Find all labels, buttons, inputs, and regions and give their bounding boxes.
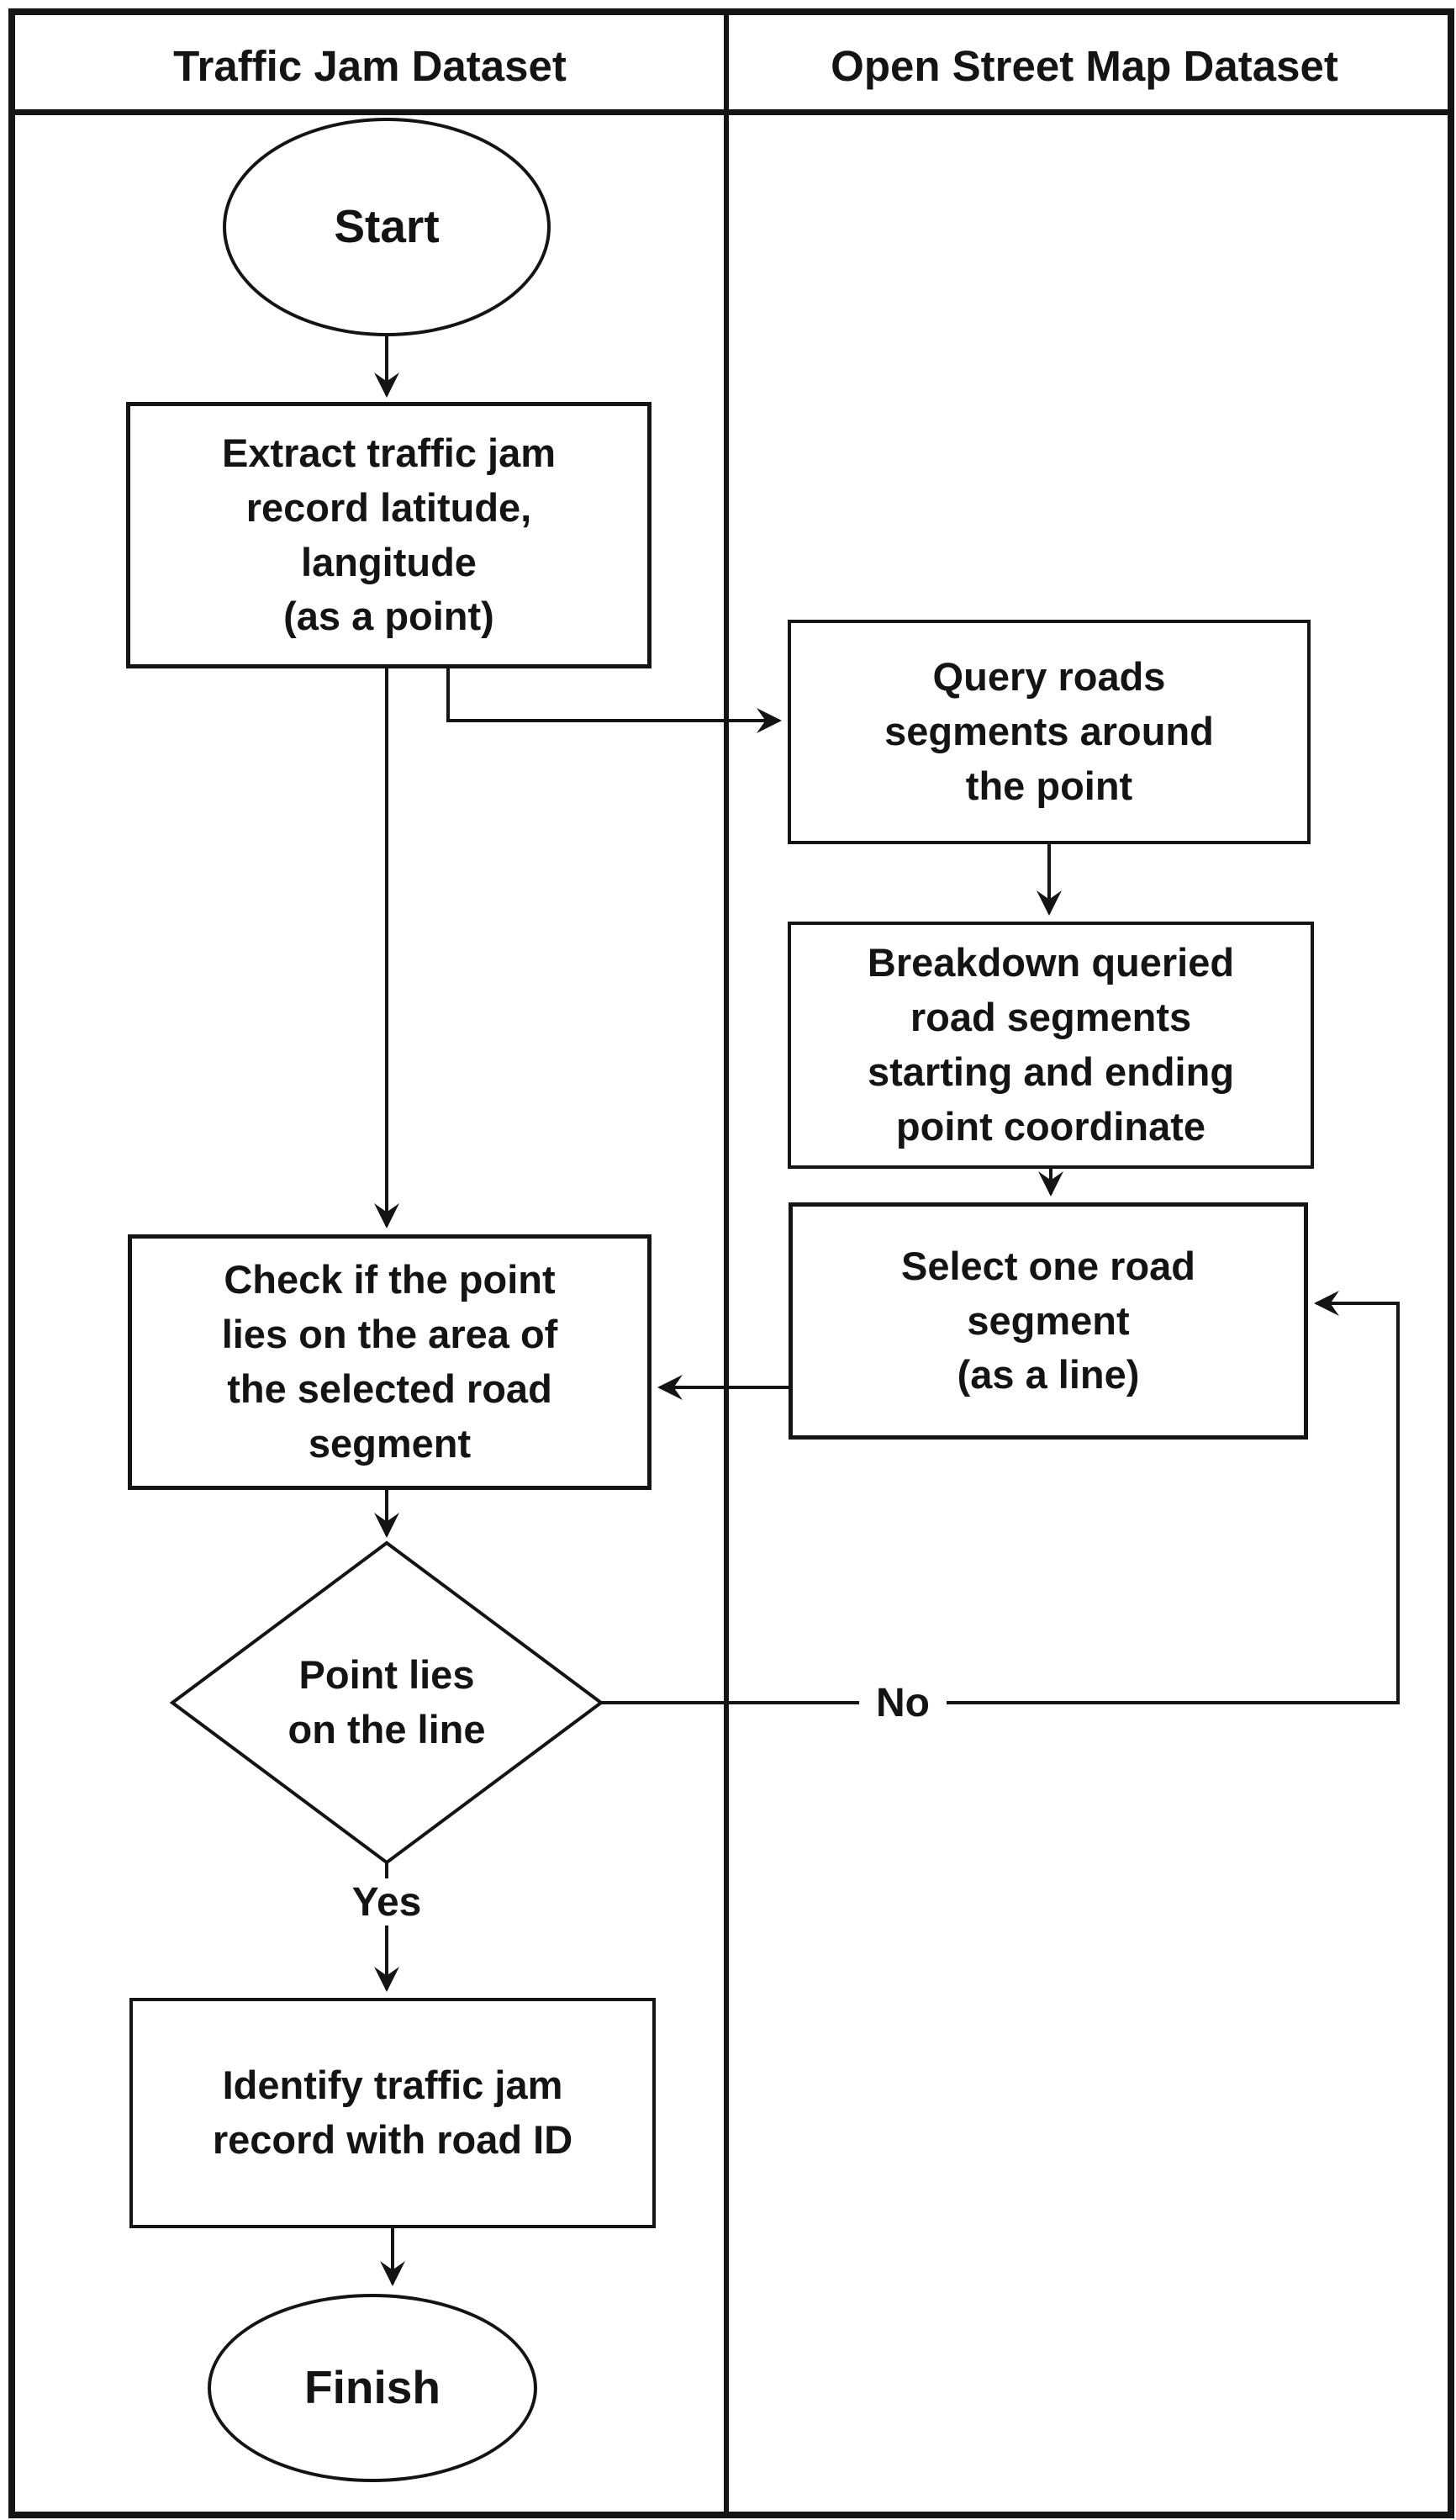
finish-label: Finish — [304, 2361, 440, 2414]
identify-label: Identify traffic jam record with road ID — [212, 2063, 573, 2162]
start-label: Start — [334, 200, 440, 253]
finish-node: Finish — [208, 2294, 537, 2482]
breakdown-step: Breakdown queried road segments starting… — [788, 922, 1314, 1169]
lane-header-traffic-jam: Traffic Jam Dataset — [17, 25, 723, 106]
arrow-extract-to-query — [446, 668, 782, 733]
decision-label: Point lies on the line — [288, 1652, 486, 1751]
no-text: No — [876, 1680, 930, 1725]
no-edge-label: No — [859, 1677, 947, 1729]
arrow-no-loop-to-select — [601, 1291, 1400, 1704]
yes-edge-label: Yes — [335, 1878, 439, 1926]
extract-label: Extract traffic jam record latitude, lan… — [221, 430, 557, 639]
lane-header-open-street-map: Open Street Map Dataset — [731, 25, 1438, 106]
identify-step: Identify traffic jam record with road ID — [129, 1998, 656, 2228]
select-label: Select one road segment (as a line) — [901, 1243, 1195, 1397]
decision-diamond-shape — [169, 1540, 604, 1865]
outer-border — [8, 8, 1454, 2518]
yes-text: Yes — [351, 1879, 422, 1925]
decision-node: Point lies on the line — [240, 1644, 534, 1762]
lane-title-label: Open Street Map Dataset — [831, 41, 1338, 90]
extract-step: Extract traffic jam record latitude, lan… — [126, 402, 652, 668]
start-node: Start — [223, 118, 551, 336]
check-label: Check if the point lies on the area of t… — [221, 1257, 558, 1466]
query-label: Query roads segments around the point — [884, 654, 1214, 808]
lane-title-label: Traffic Jam Dataset — [173, 41, 567, 90]
check-step: Check if the point lies on the area of t… — [128, 1234, 652, 1490]
select-step: Select one road segment (as a line) — [789, 1202, 1308, 1440]
lane-divider — [724, 8, 729, 2512]
query-step: Query roads segments around the point — [788, 620, 1311, 844]
header-separator — [8, 109, 1448, 115]
breakdown-label: Breakdown queried road segments starting… — [867, 940, 1235, 1149]
